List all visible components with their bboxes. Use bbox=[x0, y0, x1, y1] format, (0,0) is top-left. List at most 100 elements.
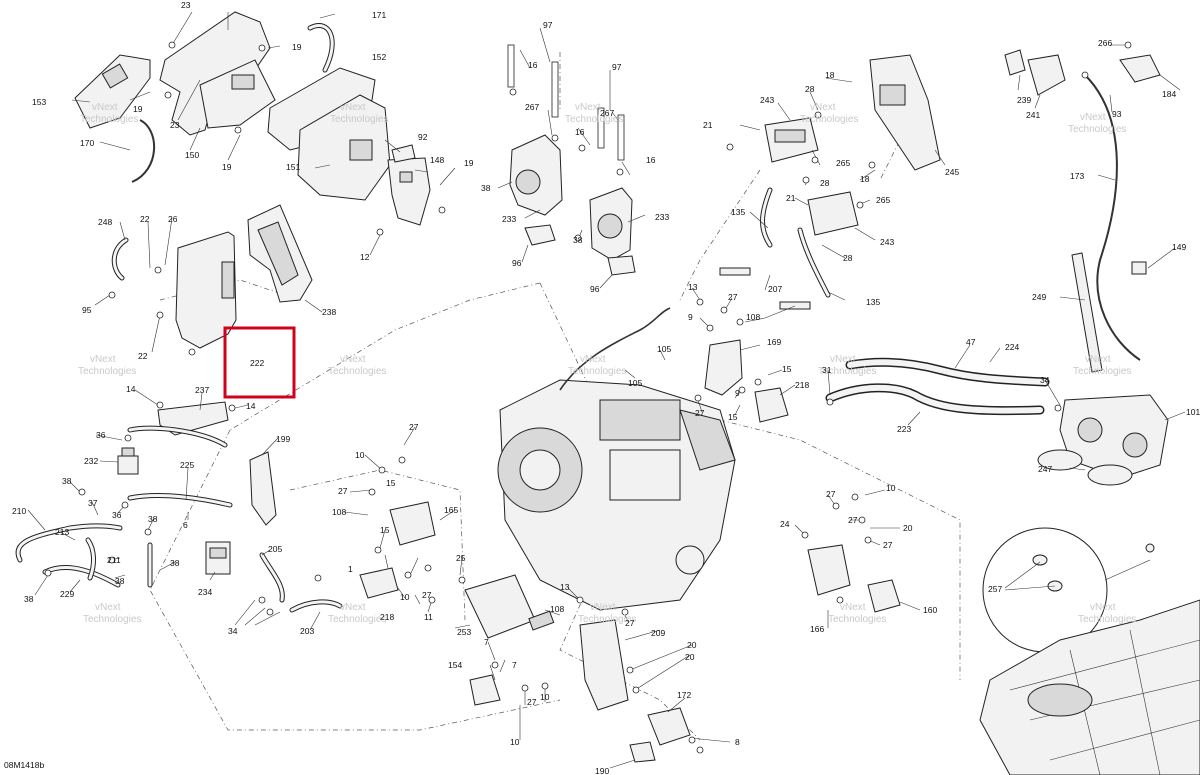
bracket-148 bbox=[387, 144, 431, 226]
callout: 247 bbox=[1038, 464, 1052, 474]
callout: 105 bbox=[657, 344, 671, 354]
bracket-237 bbox=[157, 401, 229, 436]
callout: 218 bbox=[380, 612, 394, 622]
callout: 28 bbox=[820, 178, 830, 188]
svg-text:vNext: vNext bbox=[90, 354, 116, 365]
svg-text:vNext: vNext bbox=[580, 354, 606, 365]
callout: 36 bbox=[96, 430, 106, 440]
svg-text:Technologies: Technologies bbox=[828, 614, 886, 625]
callout: 22 bbox=[138, 351, 148, 361]
callout: 152 bbox=[372, 52, 386, 62]
callout: 36 bbox=[112, 510, 122, 520]
callout: 267 bbox=[525, 102, 539, 112]
callout: 229 bbox=[60, 589, 74, 599]
callout: 135 bbox=[731, 207, 745, 217]
callout: 151 bbox=[286, 162, 300, 172]
bracket-199 bbox=[249, 451, 277, 526]
spark-plugs-207 bbox=[719, 267, 811, 310]
callout: 203 bbox=[300, 626, 314, 636]
svg-text:Technologies: Technologies bbox=[80, 114, 138, 125]
bracket-154 bbox=[469, 674, 501, 706]
bracket-169 bbox=[704, 339, 743, 396]
cable-170 bbox=[131, 119, 155, 183]
callout: 11 bbox=[424, 612, 433, 622]
bracket-165 bbox=[389, 501, 436, 546]
callout: 28 bbox=[805, 84, 815, 94]
svg-text:Technologies: Technologies bbox=[83, 614, 141, 625]
callout: 38 bbox=[170, 558, 180, 568]
callout: 218 bbox=[795, 380, 809, 390]
callout: 10 bbox=[886, 483, 896, 493]
callout: 23 bbox=[170, 120, 180, 130]
callout: 233 bbox=[502, 214, 516, 224]
bracket-209 bbox=[579, 619, 629, 711]
callout: 15 bbox=[380, 525, 390, 535]
callout: 224 bbox=[1005, 342, 1019, 352]
svg-text:Technologies: Technologies bbox=[578, 614, 636, 625]
callout: 21 bbox=[703, 120, 713, 130]
callout: 34 bbox=[228, 626, 238, 636]
callout: 166 bbox=[810, 624, 824, 634]
heat-shield-bracket bbox=[159, 11, 276, 136]
svg-text:Technologies: Technologies bbox=[818, 366, 876, 377]
callout: 27 bbox=[848, 515, 858, 525]
hose-225 bbox=[127, 425, 233, 508]
callout: 248 bbox=[98, 217, 112, 227]
callout: 184 bbox=[1162, 89, 1176, 99]
callout: 27 bbox=[527, 697, 537, 707]
pipe-224 bbox=[845, 357, 1050, 387]
callout: 38 bbox=[24, 594, 34, 604]
svg-text:Technologies: Technologies bbox=[328, 366, 386, 377]
callout-labels: 23 171 19 152 153 19 23 170 150 19 92 15… bbox=[12, 0, 1200, 775]
callout: 31 bbox=[822, 365, 832, 375]
callout: 105 bbox=[628, 378, 642, 388]
highlight-box bbox=[223, 326, 296, 399]
hose-229 bbox=[42, 537, 153, 588]
callout: 239 bbox=[1017, 95, 1031, 105]
bolts-97 bbox=[507, 44, 625, 161]
callout: 27 bbox=[883, 540, 893, 550]
hose-210 bbox=[15, 523, 123, 563]
callout: 15 bbox=[386, 478, 396, 488]
svg-text:vNext: vNext bbox=[1090, 602, 1116, 613]
callout: 249 bbox=[1032, 292, 1046, 302]
callout: 16 bbox=[646, 155, 656, 165]
callout: 150 bbox=[185, 150, 199, 160]
hose-205 bbox=[259, 552, 343, 613]
callout: 28 bbox=[843, 253, 853, 263]
callout: 190 bbox=[595, 766, 609, 775]
bracket-1 bbox=[359, 567, 399, 599]
callout: 15 bbox=[728, 412, 738, 422]
callout: 1 bbox=[348, 564, 353, 574]
callout: 38 bbox=[62, 476, 72, 486]
ignition-coil-243 bbox=[764, 117, 819, 163]
vehicle-frame bbox=[979, 543, 1200, 775]
callout: 18 bbox=[860, 174, 870, 184]
sensor-184 bbox=[1119, 54, 1161, 83]
callout: 27 bbox=[625, 618, 635, 628]
svg-text:vNext: vNext bbox=[1085, 354, 1111, 365]
callout: 243 bbox=[760, 95, 774, 105]
callout: 237 bbox=[195, 385, 209, 395]
callout: 19 bbox=[464, 158, 474, 168]
svg-text:vNext: vNext bbox=[340, 102, 366, 113]
svg-text:vNext: vNext bbox=[95, 602, 121, 613]
callout: 13 bbox=[688, 282, 698, 292]
callout: 92 bbox=[418, 132, 428, 142]
throttle-body-right bbox=[589, 187, 633, 261]
cap-190 bbox=[629, 741, 656, 763]
callout: 266 bbox=[1098, 38, 1112, 48]
callout: 7 bbox=[512, 660, 517, 670]
callout: 19 bbox=[292, 42, 302, 52]
callout: 207 bbox=[768, 284, 782, 294]
callout: 15 bbox=[782, 364, 792, 374]
actuator-234 bbox=[205, 541, 231, 575]
callout: 19 bbox=[222, 162, 232, 172]
callout: 6 bbox=[183, 520, 188, 530]
callout: 213 bbox=[55, 527, 69, 537]
callout: 223 bbox=[897, 424, 911, 434]
svg-text:Technologies: Technologies bbox=[1068, 124, 1126, 135]
callout: 199 bbox=[276, 434, 290, 444]
callout: 209 bbox=[651, 628, 665, 638]
callout: 20 bbox=[903, 523, 913, 533]
